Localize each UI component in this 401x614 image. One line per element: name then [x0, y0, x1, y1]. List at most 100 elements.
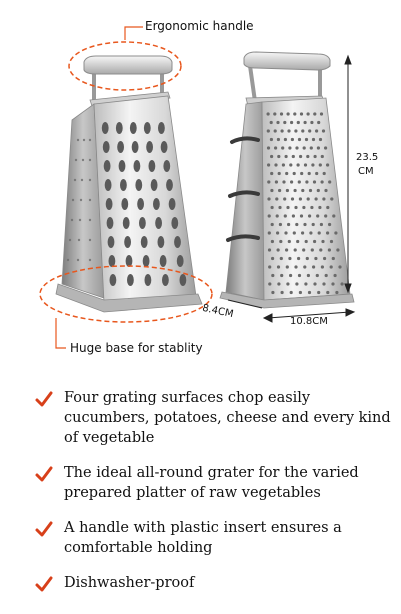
fine-hole	[319, 222, 323, 227]
height-dimension-unit: CM	[358, 166, 374, 177]
coarse-hole	[118, 160, 126, 172]
fine-hole	[285, 265, 289, 269]
coarse-hole	[131, 141, 139, 153]
fine-hole	[299, 154, 303, 159]
coarse-hole	[117, 141, 124, 153]
fine-hole	[295, 146, 299, 150]
check-icon	[35, 466, 53, 482]
fine-hole	[267, 197, 271, 201]
fine-hole	[284, 154, 288, 159]
fine-hole	[270, 188, 274, 193]
fine-hole	[304, 282, 308, 286]
coarse-hole	[115, 122, 123, 134]
fine-hole	[317, 290, 321, 295]
fine-hole	[324, 146, 328, 150]
fine-hole	[297, 256, 301, 261]
fine-hole	[274, 146, 278, 150]
coarse-hole	[143, 122, 151, 134]
fine-hole	[309, 146, 313, 150]
fine-hole	[300, 171, 304, 176]
fine-hole	[282, 180, 286, 184]
check-icon	[35, 576, 53, 592]
fine-hole	[271, 273, 275, 278]
feature-item: Four grating surfaces chop easily cucumb…	[34, 388, 394, 448]
coarse-hole	[140, 236, 148, 248]
feature-text: Four grating surfaces chop easily cucumb…	[64, 390, 391, 446]
dimension-lines	[227, 54, 356, 323]
fine-hole	[276, 231, 280, 235]
coarse-hole	[148, 160, 156, 172]
fine-hole	[277, 282, 281, 286]
coarse-hole	[150, 179, 158, 191]
fine-hole	[294, 205, 298, 210]
fine-hole	[273, 112, 277, 116]
coarse-hole	[157, 236, 165, 248]
fine-hole	[330, 197, 334, 201]
fine-hole	[308, 214, 312, 218]
fine-hole	[297, 137, 302, 142]
fine-hole	[318, 163, 322, 167]
fine-hole	[266, 129, 270, 133]
fine-hole	[286, 282, 290, 286]
fine-hole	[298, 197, 302, 201]
fine-hole	[320, 154, 324, 159]
fine-hole	[270, 205, 274, 210]
base-callout-ellipse	[39, 265, 213, 323]
coarse-hole	[120, 179, 127, 191]
coarse-hole	[133, 160, 141, 172]
fine-hole	[340, 282, 344, 286]
fine-hole	[315, 171, 319, 176]
fine-hole	[283, 137, 287, 142]
fine-hole	[290, 137, 294, 142]
fine-hole	[317, 231, 321, 235]
base-callout-line	[55, 318, 66, 349]
fine-hole	[308, 188, 313, 193]
fine-hole	[298, 290, 302, 295]
fine-hole	[311, 163, 315, 167]
coarse-hole	[122, 217, 130, 229]
coarse-hole	[146, 141, 154, 153]
coarse-hole	[171, 217, 179, 229]
fine-hole	[289, 290, 293, 295]
fine-hole	[292, 171, 296, 176]
fine-hole	[301, 188, 305, 193]
fine-hole	[289, 163, 293, 167]
fine-hole	[267, 163, 271, 167]
fine-hole	[295, 222, 299, 227]
fine-hole	[319, 112, 324, 116]
coarse-hole	[125, 255, 133, 267]
fine-hole	[327, 248, 331, 252]
coarse-hole	[158, 122, 165, 134]
fine-hole	[288, 256, 292, 261]
fine-hole	[276, 248, 280, 252]
fine-hole	[286, 205, 290, 210]
fine-hole	[289, 273, 293, 278]
fine-hole	[269, 137, 273, 142]
fine-hole	[313, 112, 317, 116]
fine-hole	[287, 239, 291, 244]
coarse-hole	[102, 141, 110, 153]
fine-hole	[276, 137, 280, 142]
fine-hole	[326, 163, 330, 167]
fine-hole	[313, 154, 317, 159]
fine-hole	[269, 120, 273, 125]
fine-hole	[293, 112, 297, 116]
fine-hole	[307, 290, 312, 295]
fine-hole	[279, 112, 284, 116]
coarse-hole	[121, 198, 129, 210]
fine-hole	[302, 248, 306, 252]
coarse-hole	[109, 274, 117, 286]
fine-hole	[307, 171, 311, 176]
check-icon	[35, 391, 53, 407]
feature-item: A handle with plastic insert ensures a c…	[34, 518, 394, 558]
fine-hole	[299, 214, 304, 218]
fine-hole	[286, 112, 290, 116]
fine-hole	[306, 112, 310, 116]
product-illustration	[39, 26, 356, 349]
fine-hole	[293, 188, 297, 193]
coarse-hole	[106, 217, 114, 229]
fine-hole	[275, 197, 279, 201]
coarse-hole	[160, 141, 168, 153]
fine-hole	[315, 129, 319, 133]
base-callout-label: Huge base for stablity	[70, 341, 203, 355]
